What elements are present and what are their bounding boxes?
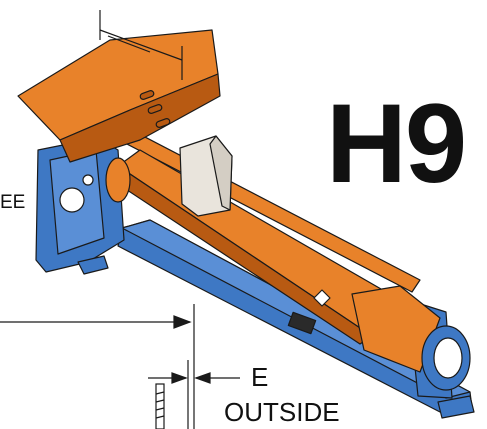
warning-diamond [313, 289, 331, 307]
dimension-arrow-top [173, 315, 192, 329]
anchor-bolt [155, 383, 165, 429]
hopper-slot-3 [155, 118, 171, 128]
dimension-label: E [251, 362, 269, 392]
hopper-front [59, 73, 221, 163]
rear-collar [105, 157, 131, 203]
dimension-lines [0, 304, 240, 429]
rear-stand-hole-small [82, 174, 94, 186]
dimension-arrow-e-right [194, 372, 211, 384]
badge-panel [287, 311, 317, 335]
control-box [179, 135, 233, 217]
partial-label: EE [0, 192, 26, 213]
front-flange-inner [433, 337, 463, 379]
rear-foot [77, 255, 109, 275]
hopper-slot-1 [139, 90, 155, 100]
hopper [17, 10, 221, 163]
dimension-note-label: OUTSIDE [224, 397, 340, 427]
base-frame [35, 137, 475, 419]
boom-assembly [99, 123, 471, 391]
handle-bar [99, 29, 183, 61]
front-foot [437, 395, 475, 419]
control-box-side [209, 135, 233, 211]
hopper-slot-2 [147, 104, 163, 114]
model-label: H9 [326, 81, 467, 206]
handle-bar-2 [107, 35, 151, 53]
dimension-arrow-e-left [171, 372, 188, 384]
rear-stand-hole [59, 187, 85, 213]
